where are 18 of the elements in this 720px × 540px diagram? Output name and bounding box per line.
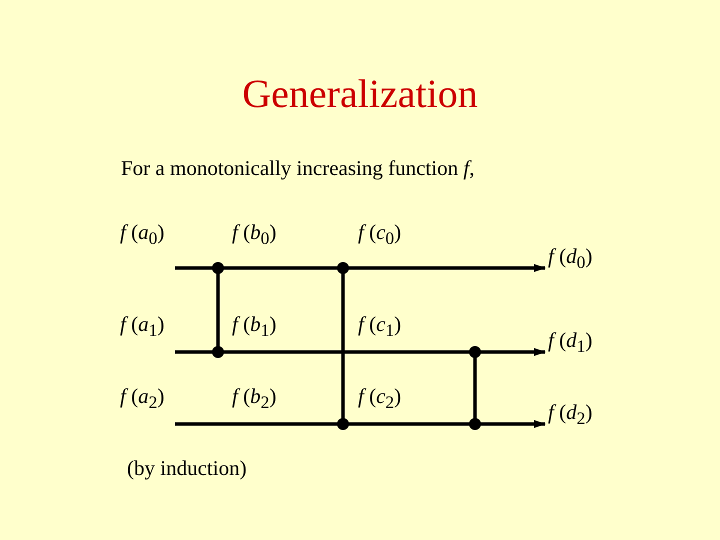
formula-label: f (b$_{0}$) [232,220,276,250]
intro-sentence: For a monotonically increasing function f, [121,156,474,181]
formula-label: f (c$_{2}$) [358,384,402,414]
formula-label: f (c$_{0}$) [358,220,402,250]
formula-label: f (c$_{1}$) [358,312,402,342]
formula-label: f (b$_{2}$) [232,384,276,414]
formula-label: f (d$_{2}$) [548,400,592,430]
formula-label: f (a$_{1}$) [120,312,164,342]
formula-label: f (d$_{1}$) [548,328,592,358]
formula-label: f (d$_{0}$) [548,244,592,274]
formula-label: f (b$_{1}$) [232,312,276,342]
slide-title: Generalization [241,70,479,117]
formula-label: f (a$_{2}$) [120,384,164,414]
arrow [175,264,546,272]
formula-label: f (a$_{0}$) [120,220,164,250]
arrow [175,348,546,356]
arrow [175,420,546,428]
note-text: (by induction) [127,456,247,481]
